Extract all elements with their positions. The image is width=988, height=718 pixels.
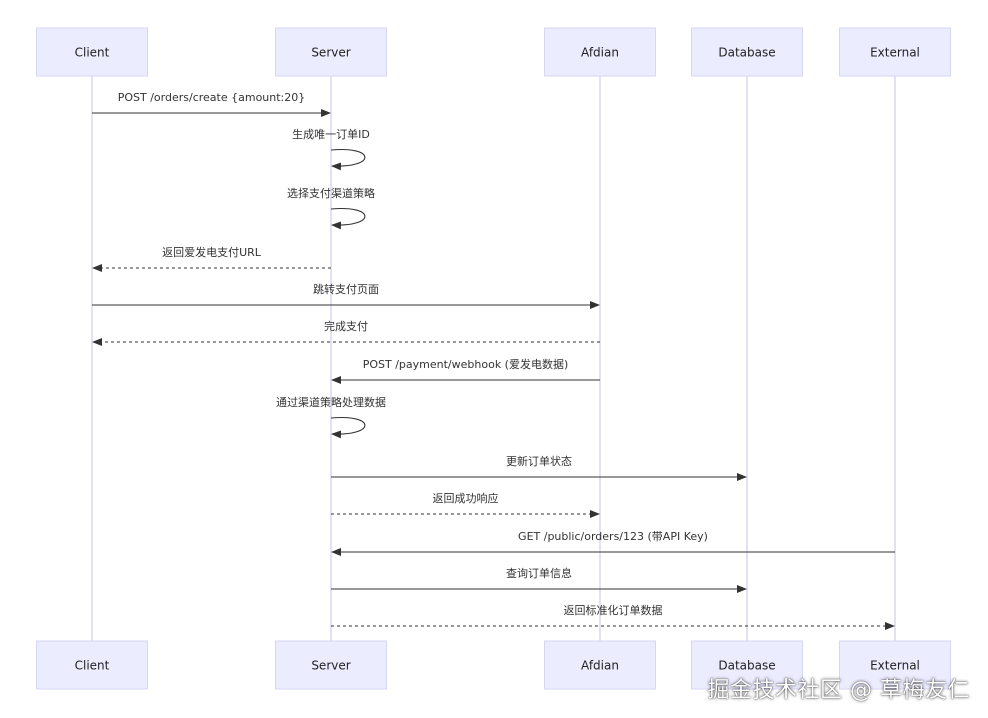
message-label: POST /orders/create {amount:20} xyxy=(118,91,306,104)
participant-client-bottom: Client xyxy=(36,640,148,690)
message-label: 返回标准化订单数据 xyxy=(564,603,663,617)
message-9: 更新订单状态 xyxy=(331,454,747,481)
participant-label: Server xyxy=(311,46,350,60)
message-label: 跳转支付页面 xyxy=(313,282,379,296)
self-message-arrow xyxy=(330,207,366,230)
message-label: 更新订单状态 xyxy=(506,454,572,468)
participant-client-top: Client xyxy=(36,27,148,77)
message-label: 完成支付 xyxy=(324,319,368,333)
message-label: POST /payment/webhook (爱发电数据) xyxy=(363,357,569,371)
message-label: 查询订单信息 xyxy=(506,566,572,580)
participant-box xyxy=(275,640,387,690)
message-label: 通过渠道策略处理数据 xyxy=(276,395,386,409)
participant-external-top: External xyxy=(839,27,951,77)
message-6: 完成支付 xyxy=(92,319,600,346)
message-12: 查询订单信息 xyxy=(331,566,747,593)
participant-label: Afdian xyxy=(581,659,619,673)
participant-box xyxy=(839,640,951,690)
participant-server-top: Server xyxy=(275,27,387,77)
participant-box xyxy=(691,640,803,690)
participant-label: Client xyxy=(75,659,110,673)
participant-label: External xyxy=(870,659,920,673)
participant-label: Database xyxy=(718,46,775,60)
participant-label: Server xyxy=(311,659,350,673)
participant-label: Afdian xyxy=(581,46,619,60)
message-1: POST /orders/create {amount:20} xyxy=(92,91,331,117)
message-11: GET /public/orders/123 (带API Key) xyxy=(331,530,895,556)
participant-box xyxy=(544,640,656,690)
participant-box xyxy=(36,640,148,690)
participant-external-bottom: External xyxy=(839,640,951,690)
participant-box xyxy=(544,27,656,77)
participant-afdian-top: Afdian xyxy=(544,27,656,77)
participant-box xyxy=(691,27,803,77)
participant-server-bottom: Server xyxy=(275,640,387,690)
message-10: 返回成功响应 xyxy=(331,491,600,518)
participant-label: Client xyxy=(75,46,110,60)
participant-label: External xyxy=(870,46,920,60)
message-label: 选择支付渠道策略 xyxy=(287,186,375,200)
message-3: 选择支付渠道策略 xyxy=(287,186,375,230)
message-5: 跳转支付页面 xyxy=(92,282,600,309)
participant-box xyxy=(36,27,148,77)
message-7: POST /payment/webhook (爱发电数据) xyxy=(331,357,600,384)
message-label: 返回成功响应 xyxy=(433,491,499,505)
message-13: 返回标准化订单数据 xyxy=(331,603,895,630)
self-message-arrow xyxy=(330,148,366,171)
watermark-text: 掘金技术社区 @ 草梅友仁 xyxy=(707,678,970,703)
self-message-arrow xyxy=(330,416,366,439)
participant-afdian-bottom: Afdian xyxy=(544,640,656,690)
message-2: 生成唯一订单ID xyxy=(292,127,370,171)
participant-database-top: Database xyxy=(691,27,803,77)
participant-database-bottom: Database xyxy=(691,640,803,690)
participant-label: Database xyxy=(718,659,775,673)
message-8: 通过渠道策略处理数据 xyxy=(276,395,386,439)
message-label: GET /public/orders/123 (带API Key) xyxy=(518,530,708,543)
message-4: 返回爱发电支付URL xyxy=(92,245,331,272)
message-label: 返回爱发电支付URL xyxy=(162,245,262,259)
participant-box xyxy=(839,27,951,77)
message-label: 生成唯一订单ID xyxy=(292,127,370,141)
participant-box xyxy=(275,27,387,77)
